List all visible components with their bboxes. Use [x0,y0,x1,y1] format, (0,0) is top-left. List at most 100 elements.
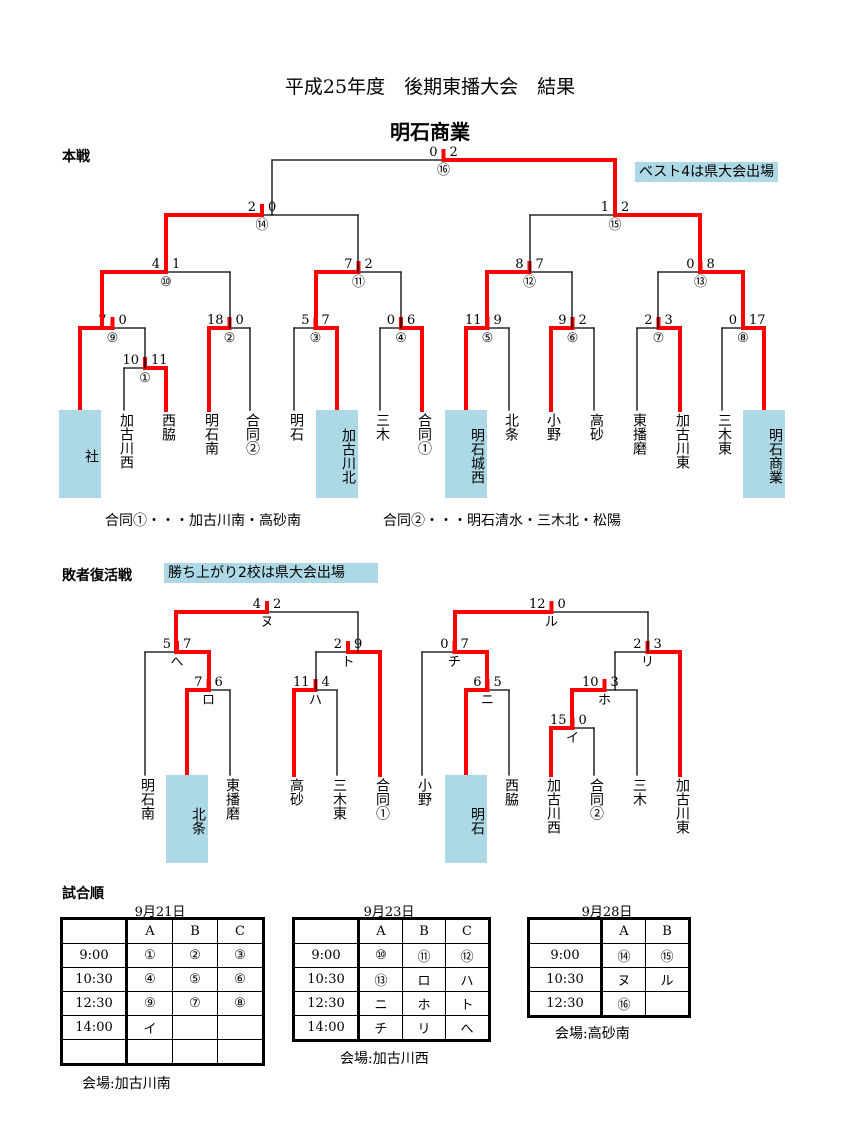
score-left: 0 [440,637,448,652]
schedule-cell: ト [445,991,490,1016]
match-id: ⑭ [255,218,268,233]
schedule-cell: 12:30 [528,991,603,1017]
schedule-cell: B [172,918,218,944]
match-id: ⑤ [482,331,494,346]
schedule-venue: 会場:加古川西 [340,1051,429,1067]
match-id: ⑨ [107,331,119,346]
team-name: 小野 [545,413,561,441]
team-name: 加古川東 [674,778,690,834]
schedule-cell: チ [358,1015,403,1041]
match-id: ⑯ [437,163,450,178]
schedule-cell: 10:30 [528,967,603,992]
team-name: 三木 [631,778,647,806]
score-right: 2 [579,313,587,328]
team-name: 三木東 [331,778,347,820]
team-name: 北条 [503,413,519,441]
schedule-cell: B [645,918,690,944]
score-right: 8 [707,257,715,272]
schedule-cell: イ [126,1015,173,1040]
score-left: 4 [253,597,261,612]
schedule-cell: B [402,918,446,944]
match-id: ② [224,331,236,346]
score-right: 2 [273,597,281,612]
match-id: ⑮ [608,218,621,233]
schedule-cell: 9:00 [293,943,360,968]
match-id: ト [341,655,354,670]
score-left: 15 [550,713,567,728]
schedule-cell [293,918,360,944]
schedule-cell: ル [645,967,690,992]
score-left: 0 [686,257,694,272]
team-name: 明石商業 [743,410,785,498]
schedule-cell: ⑨ [126,991,173,1016]
team-name: 西脇 [160,413,176,441]
score-right: 2 [450,145,458,160]
match-id: ⑪ [352,275,365,290]
page-title: 平成25年度 後期東播大会 結果 [284,76,576,98]
joint2-note: 合同②・・・明石清水・三木北・松陽 [383,513,621,529]
score-right: 2 [621,200,629,215]
score-left: 10 [582,675,599,690]
score-left: 7 [194,675,202,690]
match-id: ④ [395,331,407,346]
champion-name: 明石商業 [390,120,470,144]
score-left: 2 [334,637,342,652]
schedule-cell [217,1015,264,1040]
score-right: 0 [119,313,127,328]
score-right: 6 [407,313,415,328]
score-right: 7 [461,637,469,652]
score-right: 0 [236,313,244,328]
schedule-cell [217,1039,264,1065]
schedule-cell [172,1039,218,1065]
schedule-cell: リ [402,1015,446,1041]
match-id: ハ [309,693,322,708]
score-left: 11 [465,313,482,328]
schedule-date: 9月21日 [134,905,186,920]
team-name: 明石 [445,775,487,863]
score-left: 5 [301,313,309,328]
score-left: 2 [248,200,256,215]
team-name: 合同② [588,778,604,820]
schedule-row [61,1039,264,1065]
team-name: 合同① [374,778,390,820]
schedule-cell: ⑪ [402,943,446,968]
schedule-date: 9月28日 [581,905,633,920]
team-name: 加古川西 [118,413,134,469]
schedule-cell: 9:00 [61,943,128,968]
best4-note: ベスト4は県大会出場 [635,162,779,182]
score-left: 18 [207,313,224,328]
schedule-cell: ニ [358,991,403,1016]
team-name: 三木東 [716,413,732,455]
team-name: 明石 [288,413,304,441]
schedule-cell: ⑤ [172,967,218,992]
score-left: 7 [344,257,352,272]
score-left: 8 [515,257,523,272]
team-name: 北条 [166,775,208,863]
score-right: 7 [322,313,330,328]
team-name: 加古川北 [316,410,358,498]
schedule-cell: ホ [402,991,446,1016]
score-right: 0 [558,597,566,612]
score-right: 17 [749,313,766,328]
score-right: 9 [494,313,502,328]
schedule-cell: ⑩ [358,943,403,968]
schedule-cell: ② [172,943,218,968]
match-id: ③ [310,331,322,346]
score-right: 3 [654,637,662,652]
schedule-date: 9月23日 [363,905,415,920]
repechage-section-heading: 敗者復活戦 [62,568,132,584]
schedule-cell: 12:30 [293,991,360,1016]
score-right: 3 [665,313,673,328]
schedule-cell: ① [126,943,173,968]
team-name: 合同① [416,413,432,455]
